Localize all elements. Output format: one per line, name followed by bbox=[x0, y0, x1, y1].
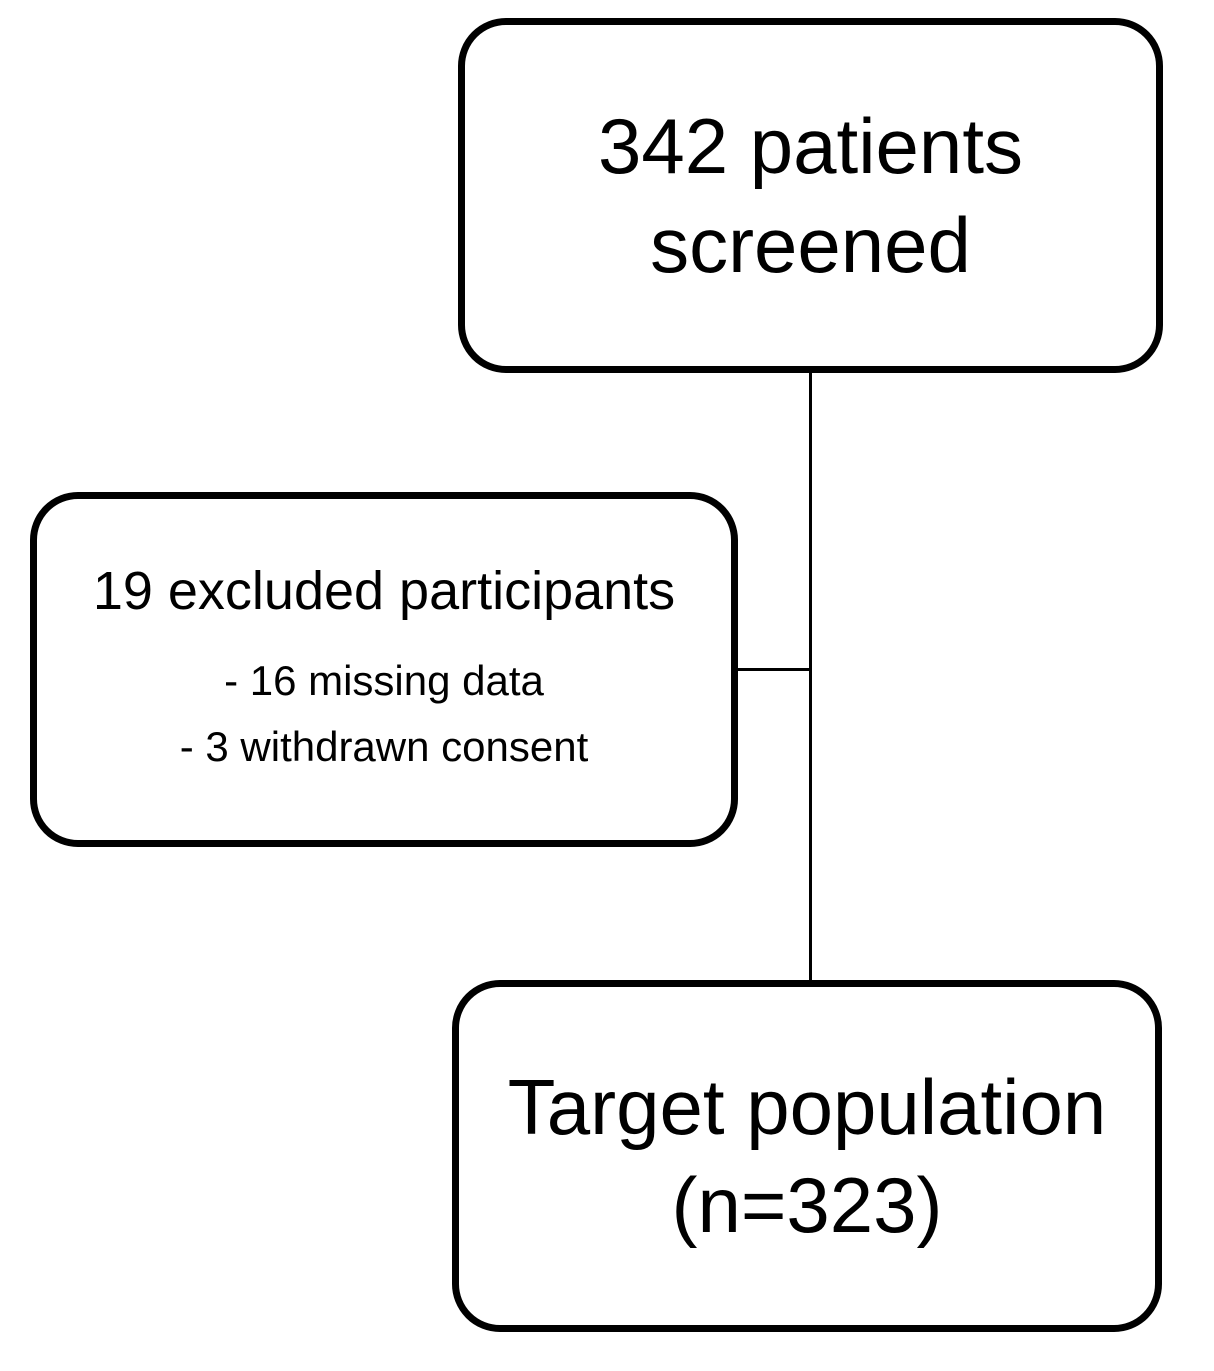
screened-label-line2: screened bbox=[650, 200, 971, 289]
node-excluded-box: 19 excluded participants - 16 missing da… bbox=[30, 492, 738, 847]
excluded-item-withdrawn-consent: - 3 withdrawn consent bbox=[179, 722, 589, 770]
node-target-box: Target population (n=323) bbox=[452, 980, 1162, 1332]
connector-horizontal-line bbox=[738, 668, 810, 671]
excluded-title: 19 excluded participants bbox=[92, 561, 676, 622]
excluded-item-missing-data: - 16 missing data bbox=[224, 657, 544, 705]
target-label-line2: (n=323) bbox=[671, 1161, 943, 1249]
node-screened-box: 342 patients screened bbox=[458, 18, 1163, 373]
connector-vertical-line bbox=[809, 373, 812, 980]
target-label-line1: Target population bbox=[507, 1062, 1107, 1151]
screened-label-line1: 342 patients bbox=[597, 102, 1023, 191]
